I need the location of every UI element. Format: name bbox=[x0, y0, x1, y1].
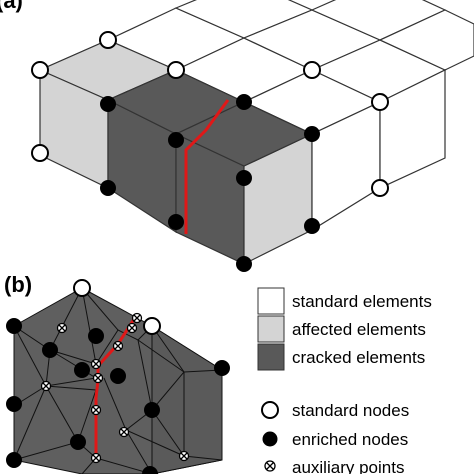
legend-label-standard-nodes: standard nodes bbox=[292, 401, 409, 420]
panel-a bbox=[38, 0, 474, 265]
auxiliary-point bbox=[131, 312, 143, 324]
enriched-node bbox=[6, 452, 22, 468]
nodes-b bbox=[6, 279, 230, 474]
enriched-node bbox=[142, 466, 158, 474]
enriched-node bbox=[144, 402, 160, 418]
legend-swatch-affected bbox=[257, 315, 285, 343]
legend-swatch-cracked bbox=[257, 343, 285, 371]
standard-node bbox=[73, 279, 91, 297]
enriched-node bbox=[168, 214, 184, 230]
panel-label-b: (b) bbox=[4, 272, 32, 297]
standard-node bbox=[143, 317, 161, 335]
enriched-node bbox=[100, 96, 116, 112]
panel-label-a: (a) bbox=[0, 0, 23, 13]
legend-label-standard-elements: standard elements bbox=[292, 292, 432, 311]
enriched-node bbox=[304, 218, 320, 234]
standard-node bbox=[371, 179, 389, 197]
auxiliary-point bbox=[178, 450, 190, 462]
filled-circle-icon bbox=[262, 431, 278, 447]
top-standard-tile bbox=[378, 9, 474, 71]
legend-label-enriched-nodes: enriched nodes bbox=[292, 430, 408, 449]
auxiliary-points-b bbox=[40, 312, 190, 464]
enriched-node bbox=[236, 170, 252, 186]
auxiliary-point bbox=[118, 426, 130, 438]
auxiliary-point bbox=[92, 372, 104, 384]
enriched-node bbox=[42, 342, 58, 358]
standard-node bbox=[31, 144, 49, 162]
auxiliary-point bbox=[90, 404, 102, 416]
standard-node bbox=[371, 93, 389, 111]
enriched-node bbox=[304, 126, 320, 142]
enriched-node bbox=[88, 328, 104, 344]
legend-label-affected-elements: affected elements bbox=[292, 320, 426, 339]
enriched-node bbox=[168, 132, 184, 148]
auxiliary-point bbox=[56, 322, 68, 334]
auxiliary-point bbox=[126, 322, 138, 334]
standard-element-right-far bbox=[379, 69, 446, 189]
auxiliary-point bbox=[40, 380, 52, 392]
enriched-node bbox=[6, 318, 22, 334]
standard-node bbox=[99, 31, 117, 49]
enriched-node bbox=[214, 360, 230, 376]
auxiliary-point bbox=[90, 452, 102, 464]
enriched-node bbox=[74, 362, 90, 378]
enriched-node bbox=[236, 256, 252, 272]
legend-label-auxiliary-points: auxiliary points bbox=[292, 458, 404, 474]
open-circle-icon bbox=[261, 401, 279, 419]
legend-label-cracked-elements: cracked elements bbox=[292, 348, 425, 367]
legend-swatch-standard bbox=[257, 287, 285, 315]
enriched-node bbox=[70, 434, 86, 450]
enriched-node bbox=[6, 396, 22, 412]
enriched-node bbox=[236, 94, 252, 110]
enriched-node bbox=[110, 368, 126, 384]
standard-node bbox=[31, 61, 49, 79]
crack-line-a bbox=[184, 99, 230, 234]
nodes-a bbox=[31, 31, 389, 272]
circle-cross-icon bbox=[264, 460, 276, 472]
enriched-node bbox=[100, 180, 116, 196]
auxiliary-point bbox=[90, 358, 102, 370]
standard-node bbox=[167, 61, 185, 79]
legend: standard elements affected elements crac… bbox=[257, 287, 432, 474]
mesh-right-face bbox=[151, 325, 223, 474]
auxiliary-point bbox=[112, 340, 124, 352]
standard-node bbox=[303, 61, 321, 79]
